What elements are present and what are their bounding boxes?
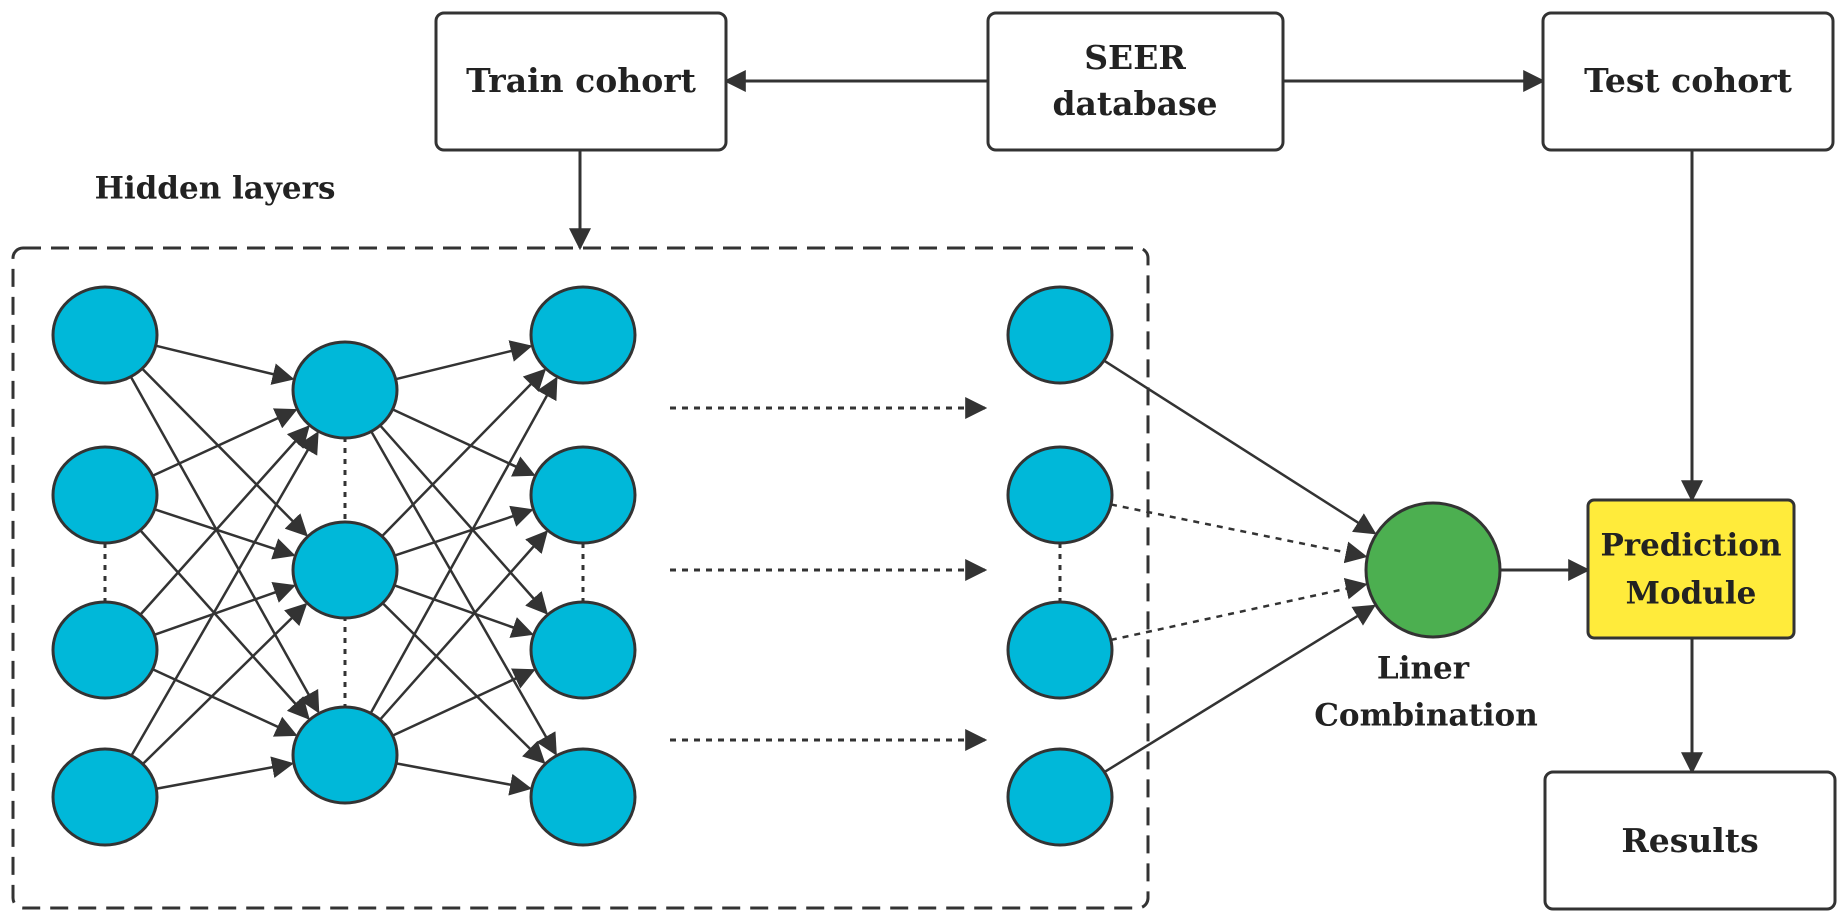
- seer-label-line1: SEER: [1084, 38, 1186, 77]
- neuron-layer3-node2: [529, 445, 637, 545]
- connection-line: [154, 508, 296, 560]
- prediction-label-line1: Prediction: [1600, 528, 1781, 564]
- network-connections: [129, 340, 1377, 796]
- connection-line: [379, 424, 548, 615]
- connection-line: [141, 602, 308, 765]
- neurons: [51, 285, 1114, 847]
- output-connection-line: [1110, 503, 1368, 564]
- neuron-layer4-node4: [1006, 747, 1114, 847]
- neuron-layer4-node3: [1006, 600, 1114, 700]
- connection-line: [130, 431, 319, 757]
- neuron-layer1-node1: [51, 285, 159, 385]
- seer-database-box: SEER database: [986, 11, 1285, 152]
- test-cohort-label: Test cohort: [1584, 61, 1793, 100]
- neuron-ellipsis-lines: [103, 437, 1062, 706]
- neuron-layer3-node1: [529, 285, 637, 385]
- connection-line: [393, 584, 534, 638]
- liner-label: Liner: [1377, 651, 1470, 687]
- combination-node: [1364, 501, 1502, 639]
- connection-line: [370, 430, 557, 756]
- connection-line: [395, 762, 532, 796]
- neuron-layer1-node4: [51, 747, 159, 847]
- neuron-layer1-node2: [51, 445, 159, 545]
- connection-line: [395, 340, 533, 381]
- hidden-layers-label: Hidden layers: [95, 171, 336, 207]
- connection-line: [369, 376, 558, 714]
- results-box: Results: [1543, 770, 1837, 911]
- test-cohort-box: Test cohort: [1541, 11, 1835, 152]
- neuron-layer4-node1: [1006, 285, 1114, 385]
- connection-line: [139, 425, 310, 616]
- connection-line: [381, 368, 547, 538]
- connection-line: [392, 668, 536, 737]
- train-cohort-label: Train cohort: [466, 61, 696, 100]
- connection-line: [152, 668, 298, 737]
- prediction-module-box: Prediction Module: [1586, 498, 1796, 640]
- seer-label-line2: database: [1052, 84, 1217, 123]
- connection-line: [381, 602, 546, 765]
- layer-progression-arrows: [670, 397, 988, 751]
- hidden-layers-boundary: [11, 246, 1150, 910]
- neuron-layer3-node4: [529, 747, 637, 847]
- connection-line: [139, 529, 310, 720]
- combination-label: Combination: [1314, 698, 1538, 734]
- connection-line: [155, 756, 294, 790]
- connection-line: [129, 376, 320, 714]
- neuron-layer3-node3: [529, 600, 637, 700]
- connection-line: [394, 505, 534, 557]
- connection-line: [141, 367, 308, 537]
- connection-line: [379, 530, 548, 721]
- connection-line: [152, 408, 298, 477]
- connection-line: [153, 581, 296, 637]
- output-connection-line: [1103, 359, 1377, 535]
- flow-arrows: [569, 70, 1703, 775]
- train-cohort-box: Train cohort: [434, 11, 728, 152]
- output-connection-line: [1110, 577, 1368, 642]
- neuron-layer2-node2: [291, 520, 399, 620]
- prediction-label-line2: Module: [1626, 576, 1757, 612]
- output-connection-line: [1103, 604, 1376, 774]
- neuron-layer2-node3: [291, 705, 399, 805]
- connection-line: [155, 344, 295, 385]
- neuron-layer1-node3: [51, 600, 159, 700]
- neuron-layer4-node2: [1006, 445, 1114, 545]
- neuron-layer2-node1: [291, 340, 399, 440]
- results-label: Results: [1621, 821, 1758, 860]
